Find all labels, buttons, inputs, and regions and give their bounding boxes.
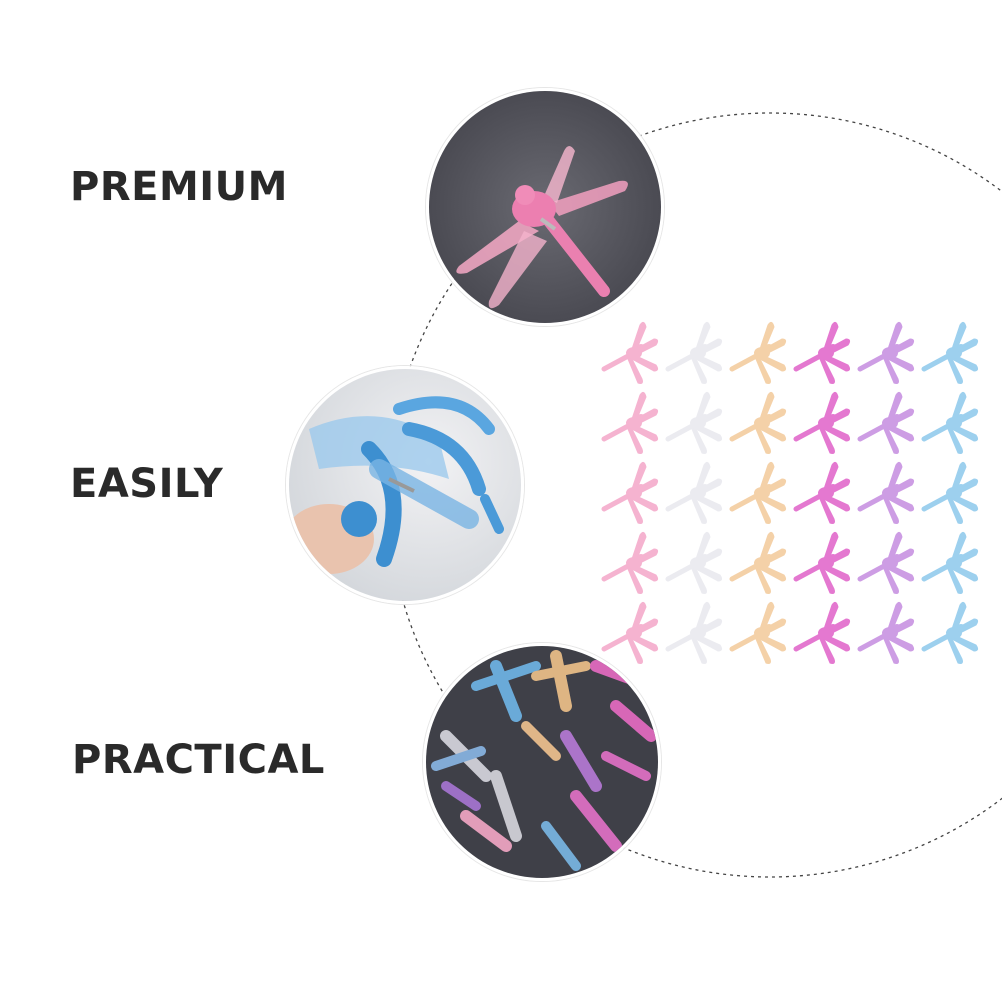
dragonfly-clip-icon	[601, 321, 659, 384]
dragonfly-clip-icon	[857, 461, 915, 524]
dragonfly-clip-icon	[665, 321, 723, 384]
dragonfly-clip-icon	[729, 391, 787, 454]
dragonfly-clip-icon	[665, 531, 723, 594]
dragonfly-clip-icon	[921, 461, 979, 524]
dragonfly-clip-icon	[793, 601, 851, 664]
dragonfly-clip-icon	[729, 461, 787, 524]
dragonfly-clip-icon	[729, 531, 787, 594]
dragonfly-clip-icon	[665, 391, 723, 454]
dragonfly-clip-icon	[921, 531, 979, 594]
dragonfly-clip-icon	[601, 391, 659, 454]
assorted-dragonfly-clips-icon	[426, 646, 658, 878]
dragonfly-clip-icon	[793, 391, 851, 454]
dragonfly-clip-grid-drawing	[601, 321, 979, 664]
dragonfly-clip-grid	[600, 318, 984, 668]
dragonfly-clip-icon	[857, 531, 915, 594]
dragonfly-clip-icon	[601, 601, 659, 664]
dragonfly-clip-icon	[857, 321, 915, 384]
premium-closeup-image	[426, 88, 664, 326]
dragonfly-clip-icon	[793, 531, 851, 594]
feature-label-practical: PRACTICAL	[72, 737, 325, 783]
pink-dragonfly-clip-icon	[429, 91, 661, 323]
dragonfly-clip-icon	[921, 321, 979, 384]
dragonfly-clip-icon	[729, 321, 787, 384]
dragonfly-clip-icon	[857, 391, 915, 454]
blue-dragonfly-clip-icon	[289, 369, 521, 601]
dragonfly-clip-icon	[793, 321, 851, 384]
feature-label-easily: EASILY	[70, 461, 224, 507]
dragonfly-clip-icon	[729, 601, 787, 664]
feature-label-premium: PREMIUM	[70, 164, 288, 210]
dragonfly-clip-icon	[601, 461, 659, 524]
dragonfly-clip-icon	[921, 601, 979, 664]
dragonfly-clip-icon	[793, 461, 851, 524]
dragonfly-clip-icon	[857, 601, 915, 664]
easily-closeup-image	[286, 366, 524, 604]
dragonfly-clip-icon	[601, 531, 659, 594]
dragonfly-clip-icon	[665, 461, 723, 524]
practical-closeup-image	[423, 643, 661, 881]
dragonfly-clip-icon	[921, 391, 979, 454]
dragonfly-clip-icon	[665, 601, 723, 664]
